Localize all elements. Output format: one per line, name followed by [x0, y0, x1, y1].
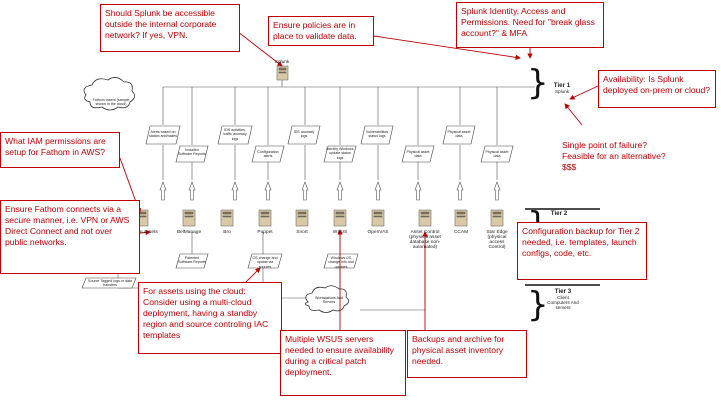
node-label-puppet: Puppet — [257, 230, 273, 235]
tier1-label: Tier 1 Splunk — [553, 82, 571, 94]
server-icon-bro — [220, 209, 234, 227]
server-icon-ccam — [454, 209, 468, 227]
server-icon-puppet — [258, 209, 272, 227]
node-label-belmanage: BelManage — [176, 230, 202, 235]
callout-vpn: Should Splunk be accessible outside the … — [100, 4, 240, 52]
bottom-para-0: Source Tagged logs or data transfers — [88, 279, 132, 288]
cloud-bottom-label: Workstations And Servers — [315, 296, 343, 305]
callout-iam: What IAM permissions are setup for Fatho… — [0, 132, 120, 168]
node-label-ccam: CCAM — [453, 230, 469, 235]
para-shape — [360, 125, 394, 145]
para-shape — [401, 145, 435, 163]
server-icon-belmanage — [182, 209, 196, 227]
para-shape — [287, 125, 321, 145]
top-para-0: Alerts based on station anomalies — [149, 130, 177, 139]
node-label-splunk: Splunk — [274, 60, 290, 65]
top-para-2: IDS activities, traffic anomaly logs — [223, 128, 247, 141]
para-shape — [145, 125, 181, 145]
bottom-para-1: Patented Software Reports — [178, 256, 206, 265]
server-icon-snort — [295, 209, 309, 227]
callout-config-backup: Configuration backup for Tier 2 needed, … — [517, 222, 647, 280]
para-shape — [480, 145, 514, 163]
cloud-bottom — [304, 285, 349, 313]
cloud-top — [83, 77, 135, 111]
bottom-para-2: OS change and update via sources — [252, 256, 278, 269]
tier1-brace: } — [527, 63, 549, 103]
top-para-4: IDS anomaly logs — [293, 130, 315, 139]
server-icon-staredge — [490, 209, 504, 227]
callout-multicloud: For assets using the cloud: Consider usi… — [138, 282, 282, 354]
callout-availability: Availability: Is Splunk deployed on-prem… — [598, 70, 716, 108]
para-shape — [442, 125, 476, 145]
para-shape — [175, 145, 209, 163]
node-label-wsus: WSUS — [332, 230, 348, 235]
callout-identity: Splunk Identity, Access and Permissions.… — [456, 2, 604, 48]
top-para-7: Physical asset data — [406, 150, 430, 159]
callout-policies: Ensure policies are in place to validate… — [268, 16, 374, 46]
top-para-3: Configuration alerts — [257, 150, 279, 159]
node-label-fathom: Fathom assets — [126, 230, 158, 235]
para-shape — [251, 145, 285, 163]
para-shape — [217, 125, 253, 145]
callout-backups: Backups and archive for physical asset i… — [407, 330, 527, 378]
server-icon-splunk — [276, 65, 289, 81]
top-para-5: Identify Windows update status logs — [326, 147, 354, 160]
top-para-9: Physical asset data — [485, 150, 509, 159]
node-label-bro: Bro — [223, 230, 231, 235]
node-label-openvas: OpenVAS — [367, 230, 389, 235]
bottom-para-3: Windows OS change info and updates — [328, 256, 354, 269]
node-label-staredge: Star Edge (physical access Control) — [486, 230, 508, 250]
node-label-snort: Snort — [296, 230, 308, 235]
top-para-6: Vulnerabilities status logs — [365, 130, 389, 139]
node-label-assetcontrol: Asset Control (physical asset database n… — [409, 230, 441, 250]
tier3-label: Tier 3 Client Computers And servers — [547, 288, 579, 310]
server-icon-wsus — [333, 209, 347, 227]
top-para-1: Installed Software Reports — [178, 148, 206, 157]
callout-fathom-connect: Ensure Fathom connects via a secure mann… — [0, 200, 140, 274]
callout-spof: Single point of failure? Feasible for an… — [562, 140, 666, 172]
para-shape — [323, 145, 357, 163]
tier3-brace: } — [527, 285, 549, 325]
server-icon-openvas — [371, 209, 385, 227]
cloud-top-label: Fathom Insent (sample shown in the cloud… — [92, 98, 130, 107]
top-para-8: Physical asset data — [447, 130, 471, 139]
tier2-label: Tier 2 — [550, 210, 568, 217]
callout-wsus: Multiple WSUS servers needed to ensure a… — [280, 330, 406, 396]
server-icon-assetcontrol — [418, 209, 432, 227]
